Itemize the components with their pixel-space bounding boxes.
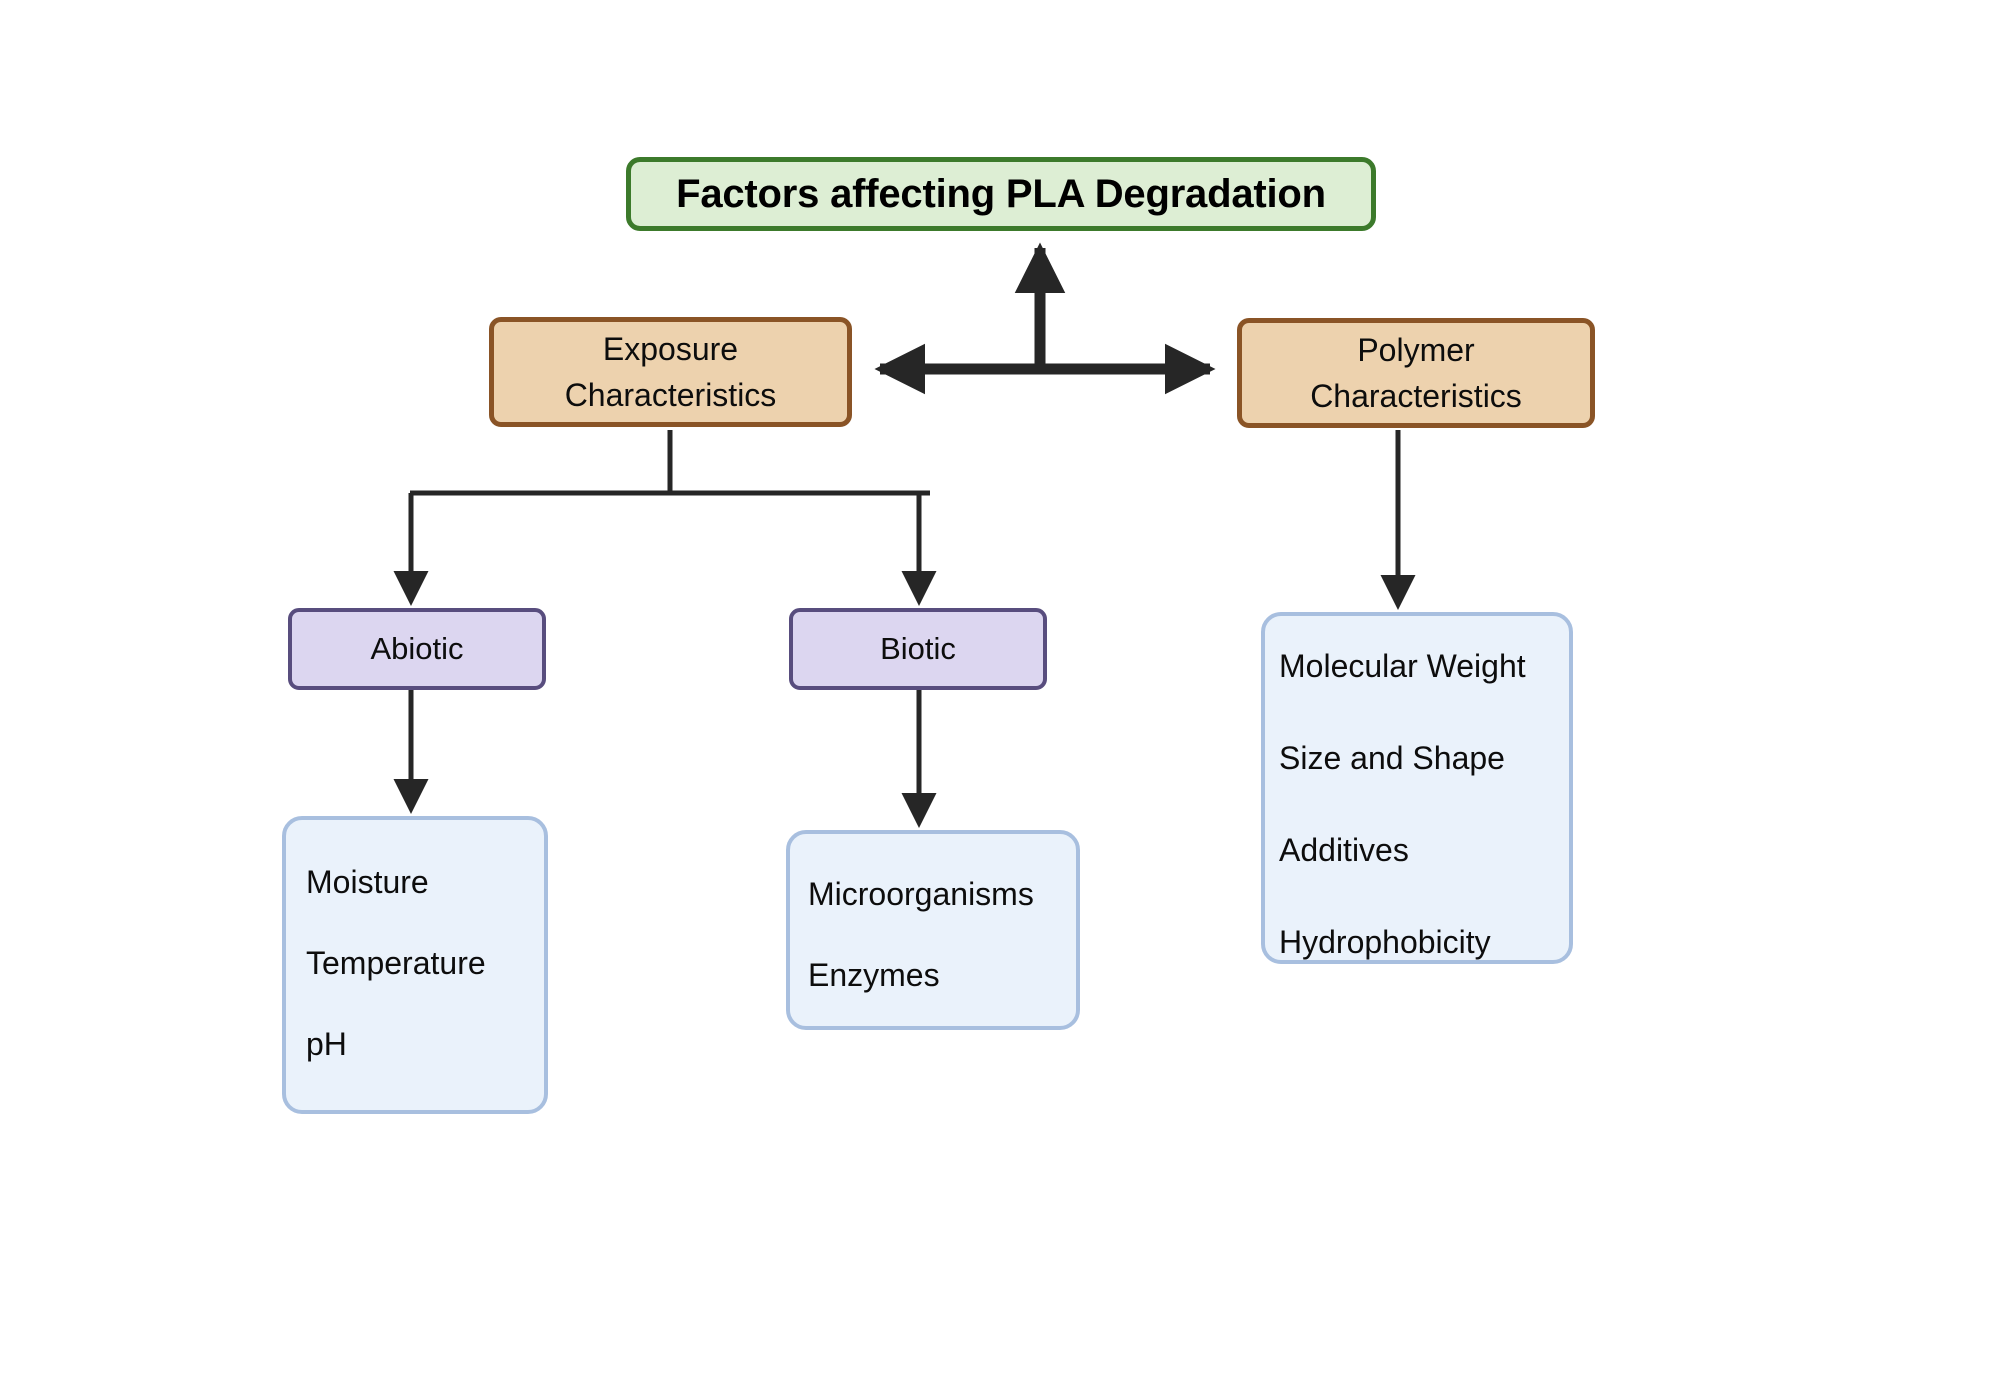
list-item: Size and Shape: [1279, 740, 1505, 776]
node-root-label: Factors affecting PLA Degradation: [676, 171, 1326, 216]
list-item: Microorganisms: [808, 876, 1034, 912]
node-biotic-factors-list[interactable]: Microorganisms Enzymes: [786, 830, 1080, 1030]
node-polymer-factors-list[interactable]: Molecular Weight Size and Shape Additive…: [1261, 612, 1573, 964]
node-abiotic[interactable]: Abiotic: [288, 608, 546, 690]
list-item: Additives: [1279, 832, 1409, 868]
node-exposure-characteristics[interactable]: Exposure Characteristics: [489, 317, 852, 427]
node-abiotic-factors-list[interactable]: Moisture Temperature pH: [282, 816, 548, 1114]
node-polymer-characteristics[interactable]: Polymer Characteristics: [1237, 318, 1595, 428]
list-item: pH: [306, 1026, 347, 1062]
node-biotic[interactable]: Biotic: [789, 608, 1047, 690]
node-exposure-label-line1: Exposure: [602, 331, 739, 367]
list-item: Temperature: [306, 945, 486, 981]
list-item: Enzymes: [808, 957, 940, 993]
node-root-factors[interactable]: Factors affecting PLA Degradation: [626, 157, 1376, 231]
node-polymer-label-line2: Characteristics: [1310, 378, 1522, 414]
connector-exposure-fork: [393, 430, 937, 606]
node-biotic-label: Biotic: [880, 631, 956, 666]
node-exposure-label-line2: Characteristics: [564, 377, 777, 413]
list-item: Moisture: [306, 864, 429, 900]
list-item: Hydrophobicity: [1279, 924, 1491, 960]
node-polymer-label-line1: Polymer: [1357, 332, 1475, 368]
list-item: Molecular Weight: [1279, 648, 1526, 684]
node-abiotic-label: Abiotic: [370, 631, 464, 666]
